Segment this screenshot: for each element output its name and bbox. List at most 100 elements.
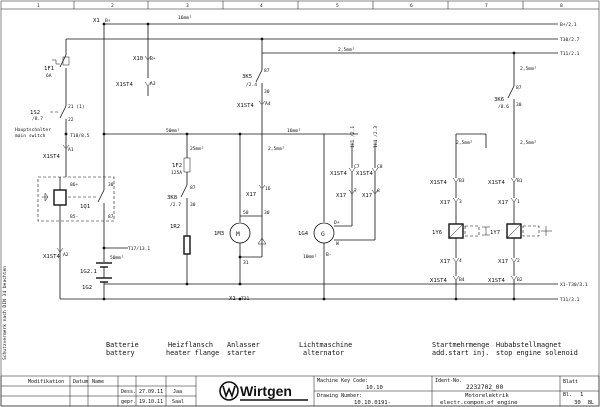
- alternator-1g4: G 1G4 D+ B- W 10mm²: [298, 134, 376, 299]
- y6-name: 1Y6: [432, 230, 442, 236]
- alternator-pin-bminus: B-: [326, 252, 332, 258]
- lamp-refs: 1H1 /2.1 1H4 /2.3 X1ST4 C7 X1ST4 C8 X17 …: [330, 126, 383, 199]
- junction-dot: [238, 132, 242, 136]
- k6-pin-30: 30: [516, 102, 522, 108]
- gauge-25-k6: 2,5mm²: [520, 140, 537, 146]
- x1st4-a3-name: X1ST4: [116, 82, 133, 88]
- relay-contact-3k8: 3K8 /2.7 87 30: [167, 184, 196, 236]
- gauge-25-f2: 25mm²: [190, 146, 204, 152]
- tb-mod-header: Modifikation: [28, 379, 64, 385]
- rail-t11-gauge: 2,5mm²: [338, 47, 355, 53]
- solenoid-1y7: X1ST4 B1 X17 1 1Y7 X17 2 X1ST4 B2: [488, 177, 552, 299]
- y7-top-x1st4: X1ST4: [488, 180, 505, 186]
- k5-pin-87: 87: [264, 68, 270, 74]
- rail-t30-ref: T30/2.7: [560, 37, 580, 43]
- gauge-50-b: 50mm²: [110, 255, 124, 261]
- wirtgen-logo: Wirtgen: [219, 381, 308, 401]
- relay-contact-3k6: 3K6 /8.6 87 30 2,5mm² 2,5mm²: [494, 53, 537, 178]
- junction-dot: [238, 297, 242, 301]
- tb-row2-name: Saal: [172, 399, 184, 405]
- x1st4-c7-pin: C7: [354, 164, 360, 170]
- x17-16-pin: 16: [265, 186, 271, 192]
- x17-8-name: X17: [362, 193, 372, 199]
- column-number-2: 2: [111, 3, 114, 9]
- tb-title-de: Motorelektrik: [465, 393, 509, 399]
- tb-row2-date: 19.10.11: [139, 399, 163, 405]
- battery-2-name: 1G2: [82, 285, 92, 291]
- tb-row1-label: Dess.: [121, 389, 136, 395]
- main-switch-ref: /8.7: [32, 116, 43, 122]
- fuse-1f1: 1F1 6A: [44, 39, 70, 100]
- side-note: Schutzvermerk nach DIN 34 beachten: [2, 266, 8, 360]
- caption-stop-en: stop engine solenoid: [496, 349, 578, 357]
- junction-dot: [238, 282, 242, 286]
- battery-1-name: 1G2.1: [80, 269, 97, 275]
- tb-row2-label: gepr.: [121, 399, 136, 405]
- caption-heater-en: heater flange: [166, 349, 219, 357]
- tb-von-label: Bl.: [563, 392, 572, 398]
- starter-motor-letter: M: [236, 231, 240, 238]
- title-block: Modifikation Datum Name Dess. 27.09.11 J…: [0, 375, 600, 407]
- x1st4-a1-pin: A1: [68, 147, 74, 153]
- relay-pin-87: 87: [108, 214, 114, 220]
- tb-unit: BL: [588, 400, 594, 406]
- tb-ident-label: Ident-No.: [435, 378, 462, 384]
- caption-addstart-de: Startmehrmenge: [432, 341, 489, 349]
- x1st4-c8-name: X1ST4: [356, 171, 373, 177]
- heater-fuse-name: 1F2: [172, 163, 182, 169]
- junction-dot: [512, 297, 516, 301]
- fuse-1f1-rating: 6A: [46, 73, 52, 79]
- y6-top-x17-pin: 3: [459, 199, 462, 205]
- rail-gauge-label: 16mm²: [178, 15, 192, 21]
- alternator-gauge: 10mm²: [303, 254, 317, 260]
- lamp-1h1-ref: 1H1 /2.1: [350, 126, 356, 148]
- lamp-1h4-ref: 1H4 /2.3: [373, 126, 379, 148]
- y6-bot-x17: X17: [440, 259, 450, 265]
- alternator-pin-dplus: D+: [334, 220, 340, 226]
- junction-dot: [322, 297, 326, 301]
- x1st4-a2-pin: A2: [63, 252, 69, 258]
- relay-contact-3k5: 3K5 /2.4 87 30 X1ST4 A4 2,5mm²: [237, 39, 285, 188]
- gauge-25-k5: 2,5mm²: [268, 146, 285, 152]
- main-switch-name: 1S2: [30, 110, 40, 116]
- t17-ref: T17/13.1: [128, 246, 150, 252]
- column-number-3: 3: [186, 3, 189, 9]
- starter-pin-30: 30: [264, 210, 270, 216]
- y7-bot-x1st4-pin: B2: [517, 277, 523, 283]
- caption-starter-en: starter: [227, 349, 256, 357]
- relay-1q1: 86+ 85- 30 87 1Q1: [37, 176, 115, 222]
- x17-8-pin: 8: [377, 188, 380, 194]
- k5-ref: /2.4: [246, 82, 257, 88]
- y7-top-x17-pin: 1: [517, 199, 520, 205]
- k5-pin-30: 30: [264, 89, 270, 95]
- k8-name: 3K8: [167, 195, 178, 201]
- junction-dot: [102, 297, 106, 301]
- rail-t31-ref: T31/3.1: [560, 297, 580, 303]
- y6-top-x1st4: X1ST4: [430, 180, 447, 186]
- rail-x1-t30-ref: X1-T30/3.1: [560, 282, 588, 288]
- column-number-6: 6: [410, 3, 413, 9]
- column-number-8: 8: [560, 3, 563, 9]
- tb-row1-name: Jaa: [173, 389, 182, 395]
- caption-starter-de: Anlasser: [227, 341, 260, 349]
- x1st4-a4-pin: A4: [265, 101, 271, 107]
- tb-blatt-value: 1: [580, 392, 583, 398]
- wirtgen-logo-text: Wirtgen: [240, 383, 292, 399]
- gauge-25-t11: 2,5mm²: [520, 66, 537, 72]
- tb-drawing-value: 10.10.0191-: [354, 400, 391, 406]
- column-dividers: [73, 1, 524, 9]
- junction-dot: [185, 282, 189, 286]
- rail-x1-pin: B+: [105, 18, 111, 24]
- junction-dot: [238, 255, 242, 259]
- caption-addstart-en: add.start inj.: [432, 349, 489, 357]
- gauge-50-a: 50mm²: [166, 128, 180, 134]
- y7-bot-x17-pin: 2: [517, 258, 520, 264]
- caption-heater-de: Heizflansch: [168, 341, 213, 349]
- starter-pin-31: 31: [243, 260, 249, 266]
- k6-ref: /8.6: [498, 104, 509, 110]
- x1st4-a3-pin: A3: [150, 81, 156, 87]
- junction-dot: [146, 22, 150, 26]
- heater-1r2: 1R2: [170, 224, 191, 284]
- k8-pin-87: 87: [190, 185, 196, 191]
